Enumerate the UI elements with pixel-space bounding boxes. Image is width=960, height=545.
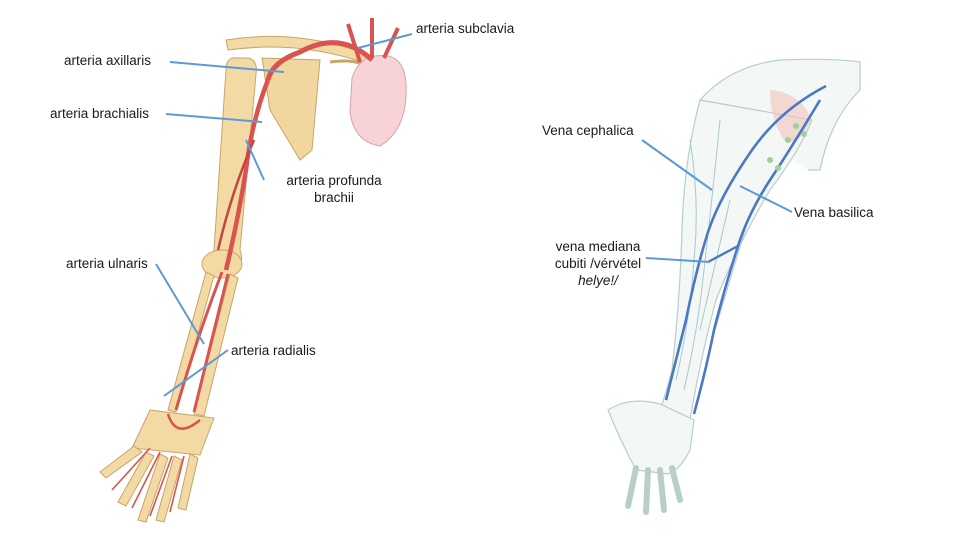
label-mediana-line2: cubiti /vérvétel [538, 255, 658, 272]
label-profunda-line1: arteria profunda [264, 172, 404, 189]
label-profunda-line2: brachii [264, 189, 404, 206]
label-arteria-axillaris: arteria axillaris [64, 52, 151, 69]
heart [350, 55, 406, 146]
label-arteria-ulnaris: arteria ulnaris [66, 255, 148, 272]
label-vena-mediana-cubiti: vena mediana cubiti /vérvétel helye!/ [538, 238, 658, 289]
label-arteria-subclavia: arteria subclavia [416, 20, 514, 37]
hand-palm [132, 410, 214, 455]
label-vena-basilica: Vena basilica [794, 204, 874, 221]
finger-outline [628, 468, 680, 512]
label-vena-cephalica: Vena cephalica [542, 122, 634, 139]
leader-radialis [164, 350, 228, 396]
label-arteria-brachialis: arteria brachialis [50, 105, 149, 122]
leader-subclavia [358, 34, 412, 48]
label-mediana-line3: helye!/ [538, 272, 658, 289]
label-arteria-profunda-brachii: arteria profunda brachii [264, 172, 404, 206]
label-mediana-line1: vena mediana [538, 238, 658, 255]
radial-artery [194, 274, 228, 412]
label-arteria-radialis: arteria radialis [231, 342, 316, 359]
